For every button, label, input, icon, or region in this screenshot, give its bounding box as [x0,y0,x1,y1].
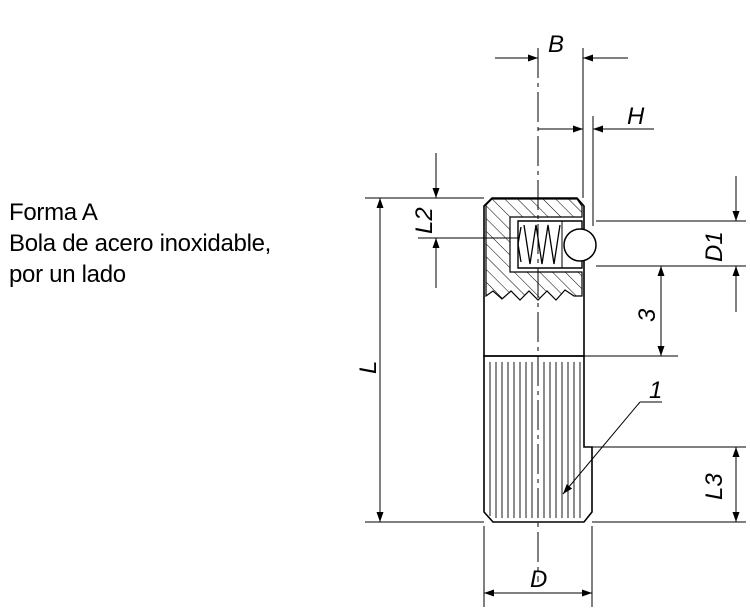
label-l2: L2 [411,207,438,234]
caption-form-name: Forma A [9,199,98,226]
steel-ball [563,228,597,262]
label-b: B [548,31,564,58]
section-hatch [485,198,583,301]
label-l: L [355,361,382,374]
caption-sides: por un lado [9,261,126,288]
spring [517,224,561,265]
label-d1: D1 [701,231,728,262]
label-3: 3 [634,308,661,322]
spring-bore [517,220,583,269]
extension-lines [365,48,746,607]
caption-ball-material: Bola de acero inoxidable, [9,230,272,257]
dimension-lines [376,54,740,597]
label-1: 1 [649,377,662,404]
label-h: H [627,103,645,130]
form-caption: Forma A Bola de acero inoxidable, por un… [9,197,271,290]
label-d: D [530,566,547,593]
label-l3: L3 [701,473,728,500]
knurling [489,362,581,518]
